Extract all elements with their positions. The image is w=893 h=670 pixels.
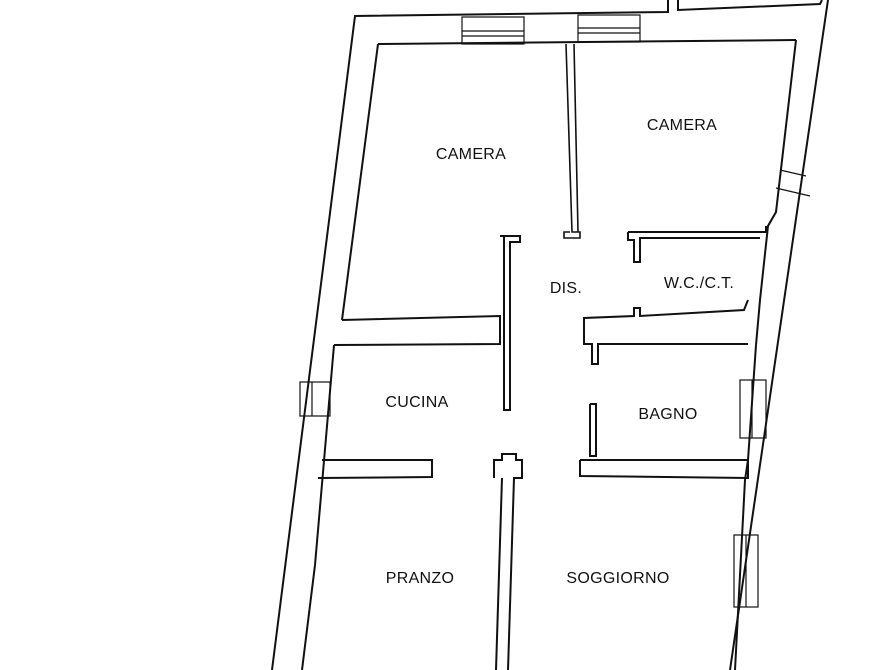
room-label-soggiorno: SOGGIORNO — [566, 570, 669, 587]
windows — [299, 14, 811, 608]
room-label-dis: DIS. — [550, 280, 582, 297]
room-label-pranzo: PRANZO — [386, 570, 454, 587]
room-label-wc: W.C./C.T. — [664, 275, 734, 292]
room-label-bagno: BAGNO — [638, 406, 697, 423]
room-label-camera-right: CAMERA — [647, 117, 717, 134]
interior-walls — [317, 43, 767, 670]
outer-walls — [271, 0, 829, 670]
room-label-cucina: CUCINA — [385, 394, 448, 411]
room-label-camera-left: CAMERA — [436, 146, 506, 163]
room-labels: CAMERA CAMERA DIS. W.C./C.T. CUCINA BAGN… — [385, 117, 734, 587]
